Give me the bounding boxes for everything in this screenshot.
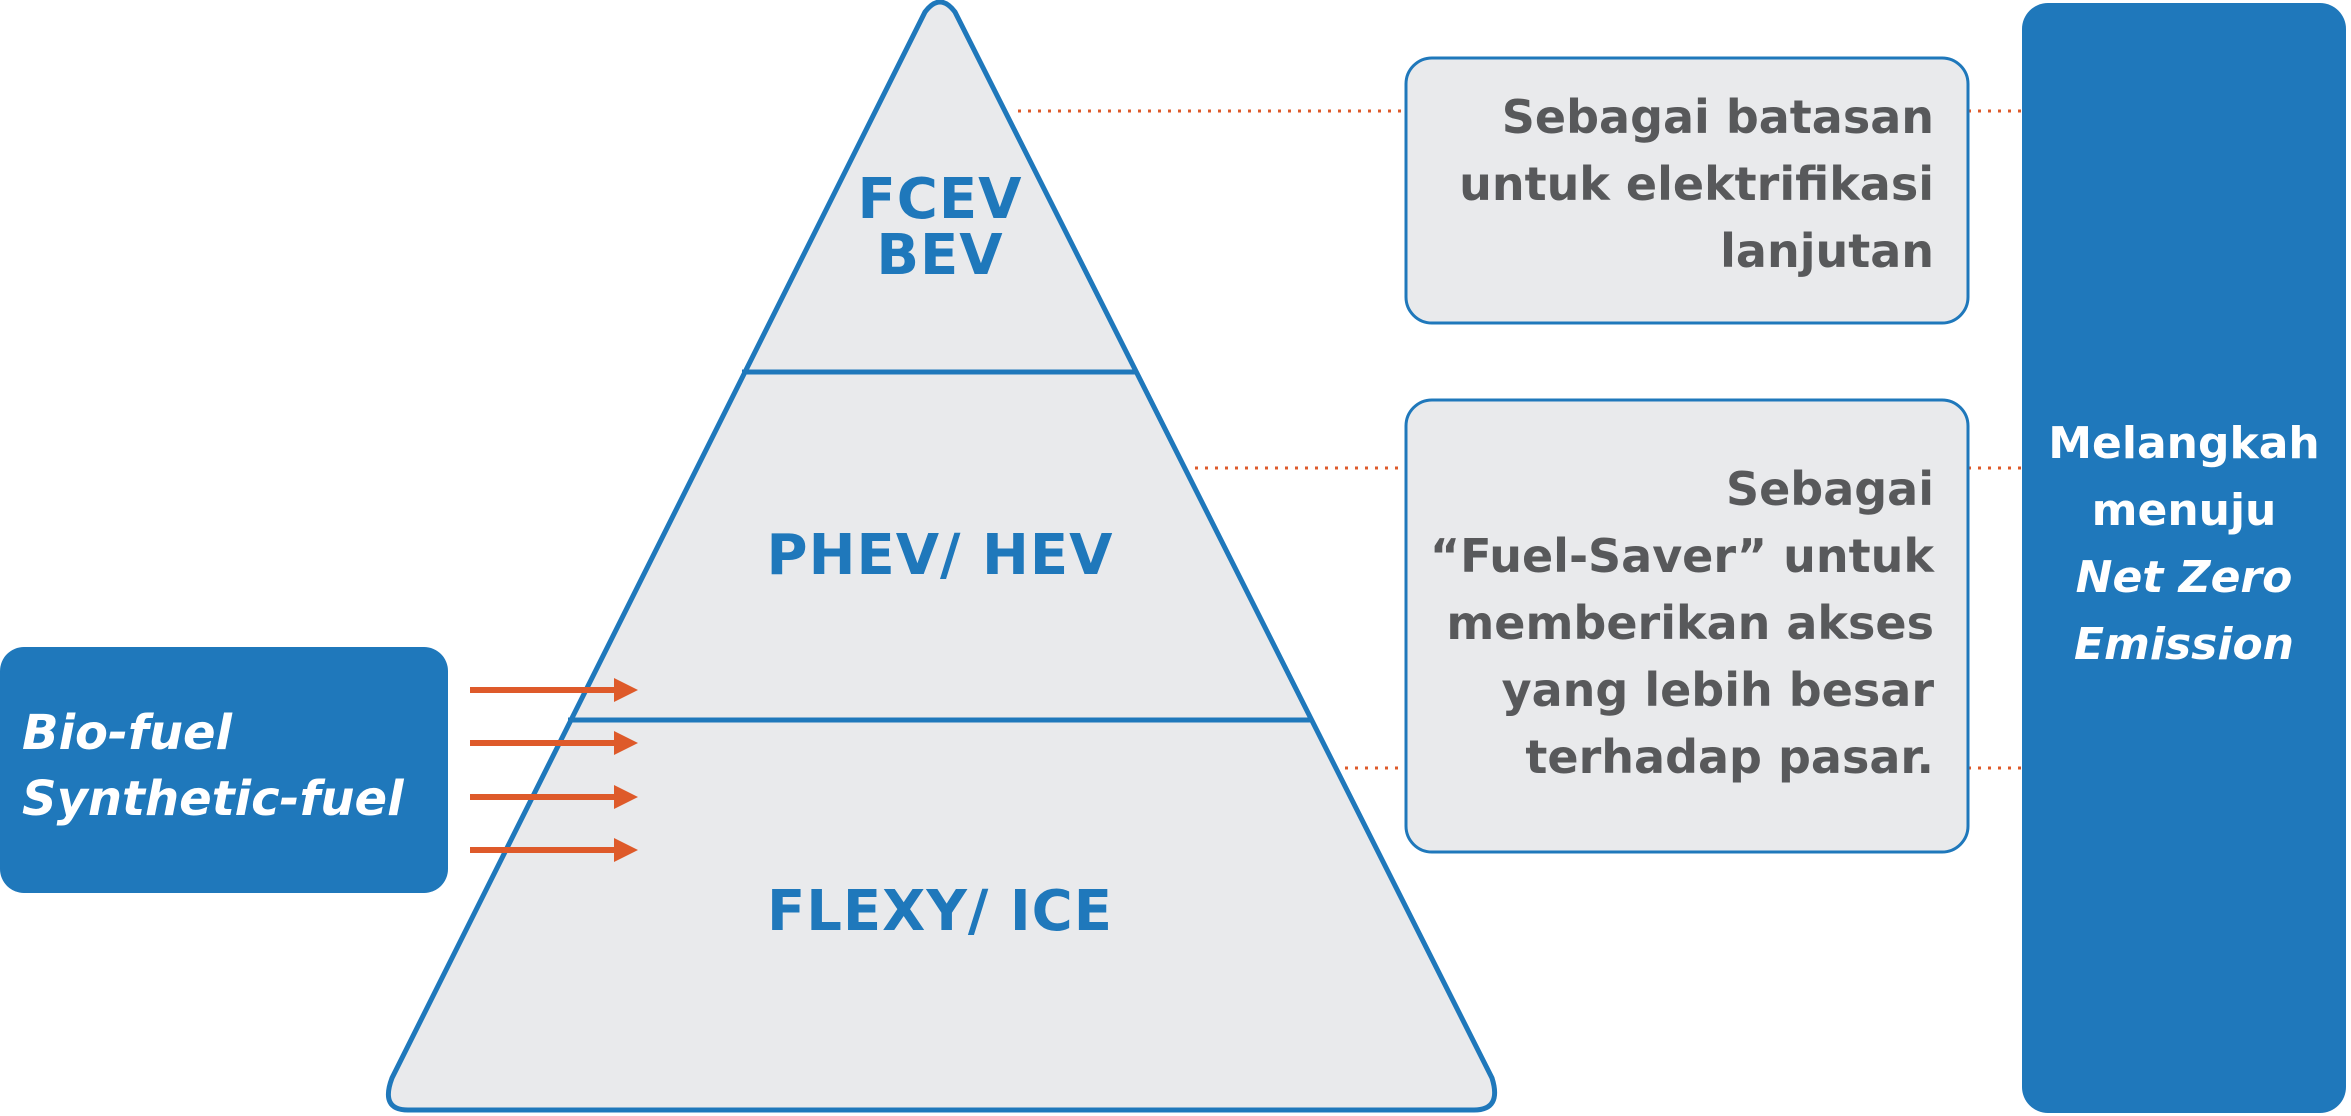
fuel-line-synthetic: Synthetic-fuel bbox=[22, 771, 404, 827]
callout-top-line-1: Sebagai batasan bbox=[1501, 90, 1934, 144]
goal-line-2: menuju bbox=[2091, 485, 2277, 536]
callout-top-line-3: lanjutan bbox=[1720, 224, 1934, 278]
callout-text-bottom: Sebagai “Fuel-Saver” untuk memberikan ak… bbox=[1420, 456, 1934, 791]
tier-label-middle: PHEV/ HEV bbox=[766, 523, 1114, 588]
arrow-1 bbox=[470, 678, 638, 702]
fuel-line-biofuel: Bio-fuel bbox=[22, 705, 232, 761]
goal-line-4: Emission bbox=[2074, 619, 2294, 670]
tier-top-line-1: FCEV bbox=[857, 167, 1023, 232]
callout-top-line-2: untuk elektrifikasi bbox=[1459, 157, 1934, 211]
goal-line-1: Melangkah bbox=[2048, 418, 2320, 469]
fuel-box bbox=[0, 647, 448, 893]
arrow-2 bbox=[470, 731, 638, 755]
connector-lines bbox=[1018, 109, 2022, 770]
arrow-3 bbox=[470, 785, 638, 809]
arrow-4 bbox=[470, 838, 638, 862]
fuel-arrows bbox=[470, 678, 638, 862]
tier-top-line-2: BEV bbox=[876, 223, 1004, 288]
goal-text: Melangkah menuju Net Zero Emission bbox=[2022, 410, 2346, 678]
callout-text-top: Sebagai batasan untuk elektrifikasi lanj… bbox=[1420, 84, 1934, 285]
callout-bottom-line-3: memberikan akses bbox=[1446, 596, 1934, 650]
callout-box-bottom bbox=[1404, 398, 1970, 854]
pyramid-shape bbox=[386, 0, 1498, 1113]
goal-line-3: Net Zero bbox=[2075, 552, 2293, 603]
callout-box-top bbox=[1404, 56, 1970, 325]
callout-bottom-line-4: yang lebih besar bbox=[1501, 663, 1934, 717]
goal-bar bbox=[2022, 3, 2346, 1113]
fuel-box-text: Bio-fuel Synthetic-fuel bbox=[22, 700, 442, 832]
tier-label-top: FCEV BEV bbox=[790, 172, 1090, 284]
tier-label-bottom: FLEXY/ ICE bbox=[766, 879, 1114, 944]
callout-bottom-line-1: Sebagai bbox=[1725, 462, 1934, 516]
callout-bottom-line-5: terhadap pasar. bbox=[1525, 730, 1934, 784]
callout-bottom-line-2: “Fuel-Saver” untuk bbox=[1429, 529, 1934, 583]
